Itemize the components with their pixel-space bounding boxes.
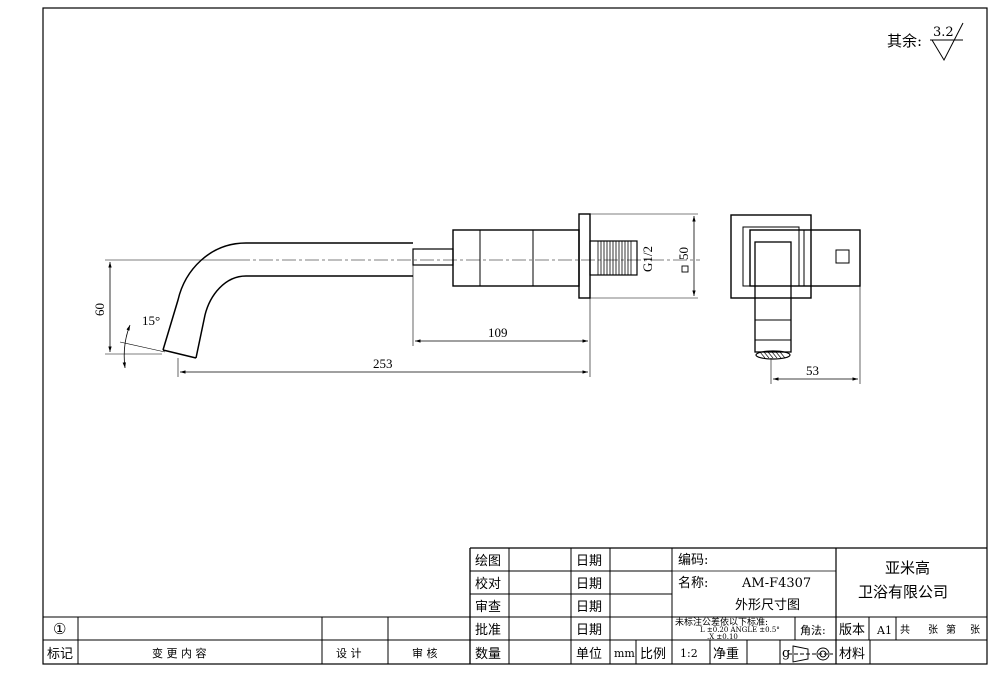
dimension-109-label: 109 (488, 325, 508, 340)
name-label: 名称: (678, 575, 708, 591)
projection-symbol (788, 645, 833, 663)
unit-value: mm (614, 647, 635, 660)
dimension-53: 53 (770, 286, 861, 384)
weight-unit: g (782, 646, 790, 661)
roughness-note: 其余: 3.2 (887, 22, 964, 62)
dimension-50: 50 (590, 213, 698, 299)
check-label: 校对 (475, 576, 501, 592)
company-line-2: 卫浴有限公司 (858, 583, 948, 601)
date-label-2: 日期 (576, 577, 602, 592)
approve-label: 批准 (475, 623, 501, 638)
thread-label: G1/2 (640, 246, 655, 272)
date-label-4: 日期 (576, 623, 602, 638)
roughness-value: 3.2 (933, 25, 954, 40)
dimension-60-label: 60 (92, 303, 107, 316)
connector-rod (412, 248, 454, 266)
tolerance-detail-1: L ±0.20 ANGLE ±0.5° (700, 626, 780, 634)
dimension-253-label: 253 (373, 356, 393, 371)
sheets-nth: 第 (946, 623, 956, 636)
side-spout-column (754, 241, 792, 353)
roughness-symbol (930, 22, 964, 62)
version-label: 版本 (839, 623, 865, 638)
sheets-unit-1: 张 (928, 624, 938, 636)
thread-hatch (597, 241, 632, 275)
roughness-prefix: 其余: (887, 32, 922, 50)
front-view: G1/2 50 60 15° 109 (92, 213, 700, 377)
draw-label: 绘图 (475, 554, 501, 569)
revision-symbol: ① (53, 620, 66, 638)
dimension-50-label: 50 (676, 247, 691, 260)
angle-method-label: 角法: (800, 623, 826, 637)
side-view: 53 (730, 214, 861, 384)
drawing-border (42, 7, 988, 665)
sheets-total: 共 (900, 624, 910, 636)
unit-label: 单位 (576, 647, 602, 662)
code-label: 编码: (678, 553, 708, 568)
dimension-53-label: 53 (806, 363, 819, 378)
thread-body (589, 240, 638, 276)
angle-15: 15° (119, 313, 166, 369)
material-label: 材料 (839, 647, 865, 662)
date-label-1: 日期 (576, 554, 602, 569)
aerator-outlet (755, 350, 791, 360)
design-label: 设 计 (336, 647, 362, 660)
qty-label: 数量 (475, 647, 501, 662)
scale-label: 比例 (640, 647, 666, 662)
dimension-253: 253 (177, 346, 591, 377)
review-label: 审查 (475, 600, 501, 615)
side-flange-outer (730, 214, 812, 299)
wall-flange (578, 213, 591, 299)
date-label-3: 日期 (576, 600, 602, 615)
model-number: AM-F4307 (741, 576, 811, 591)
drawing-title: 外形尺寸图 (735, 598, 800, 613)
dimension-109: 109 (412, 265, 591, 346)
dimension-60: 60 (92, 259, 236, 355)
title-block-text: 绘图 校对 审查 批准 数量 日期 日期 日期 日期 单位 mm 比例 1:2 … (47, 553, 980, 662)
tolerance-note: 未标注公差依以下标准: (675, 616, 768, 628)
net-weight-label: 净重 (713, 646, 739, 662)
tolerance-detail-2: .X ±0.10 (707, 633, 738, 641)
mark-label: 标记 (47, 647, 73, 662)
spout-tube (162, 242, 413, 359)
side-body (749, 229, 861, 287)
company-line-1: 亚米高 (885, 559, 930, 577)
version-value: A1 (876, 624, 892, 637)
change-label: 变 更 内 容 (152, 646, 207, 660)
angle-15-label: 15° (142, 313, 160, 328)
sheets-unit-2: 张 (970, 624, 980, 636)
scale-value: 1:2 (680, 647, 698, 660)
valve-body (452, 229, 580, 287)
title-block (43, 547, 987, 664)
side-square-mark (835, 249, 850, 264)
audit-label: 审 核 (412, 646, 438, 660)
